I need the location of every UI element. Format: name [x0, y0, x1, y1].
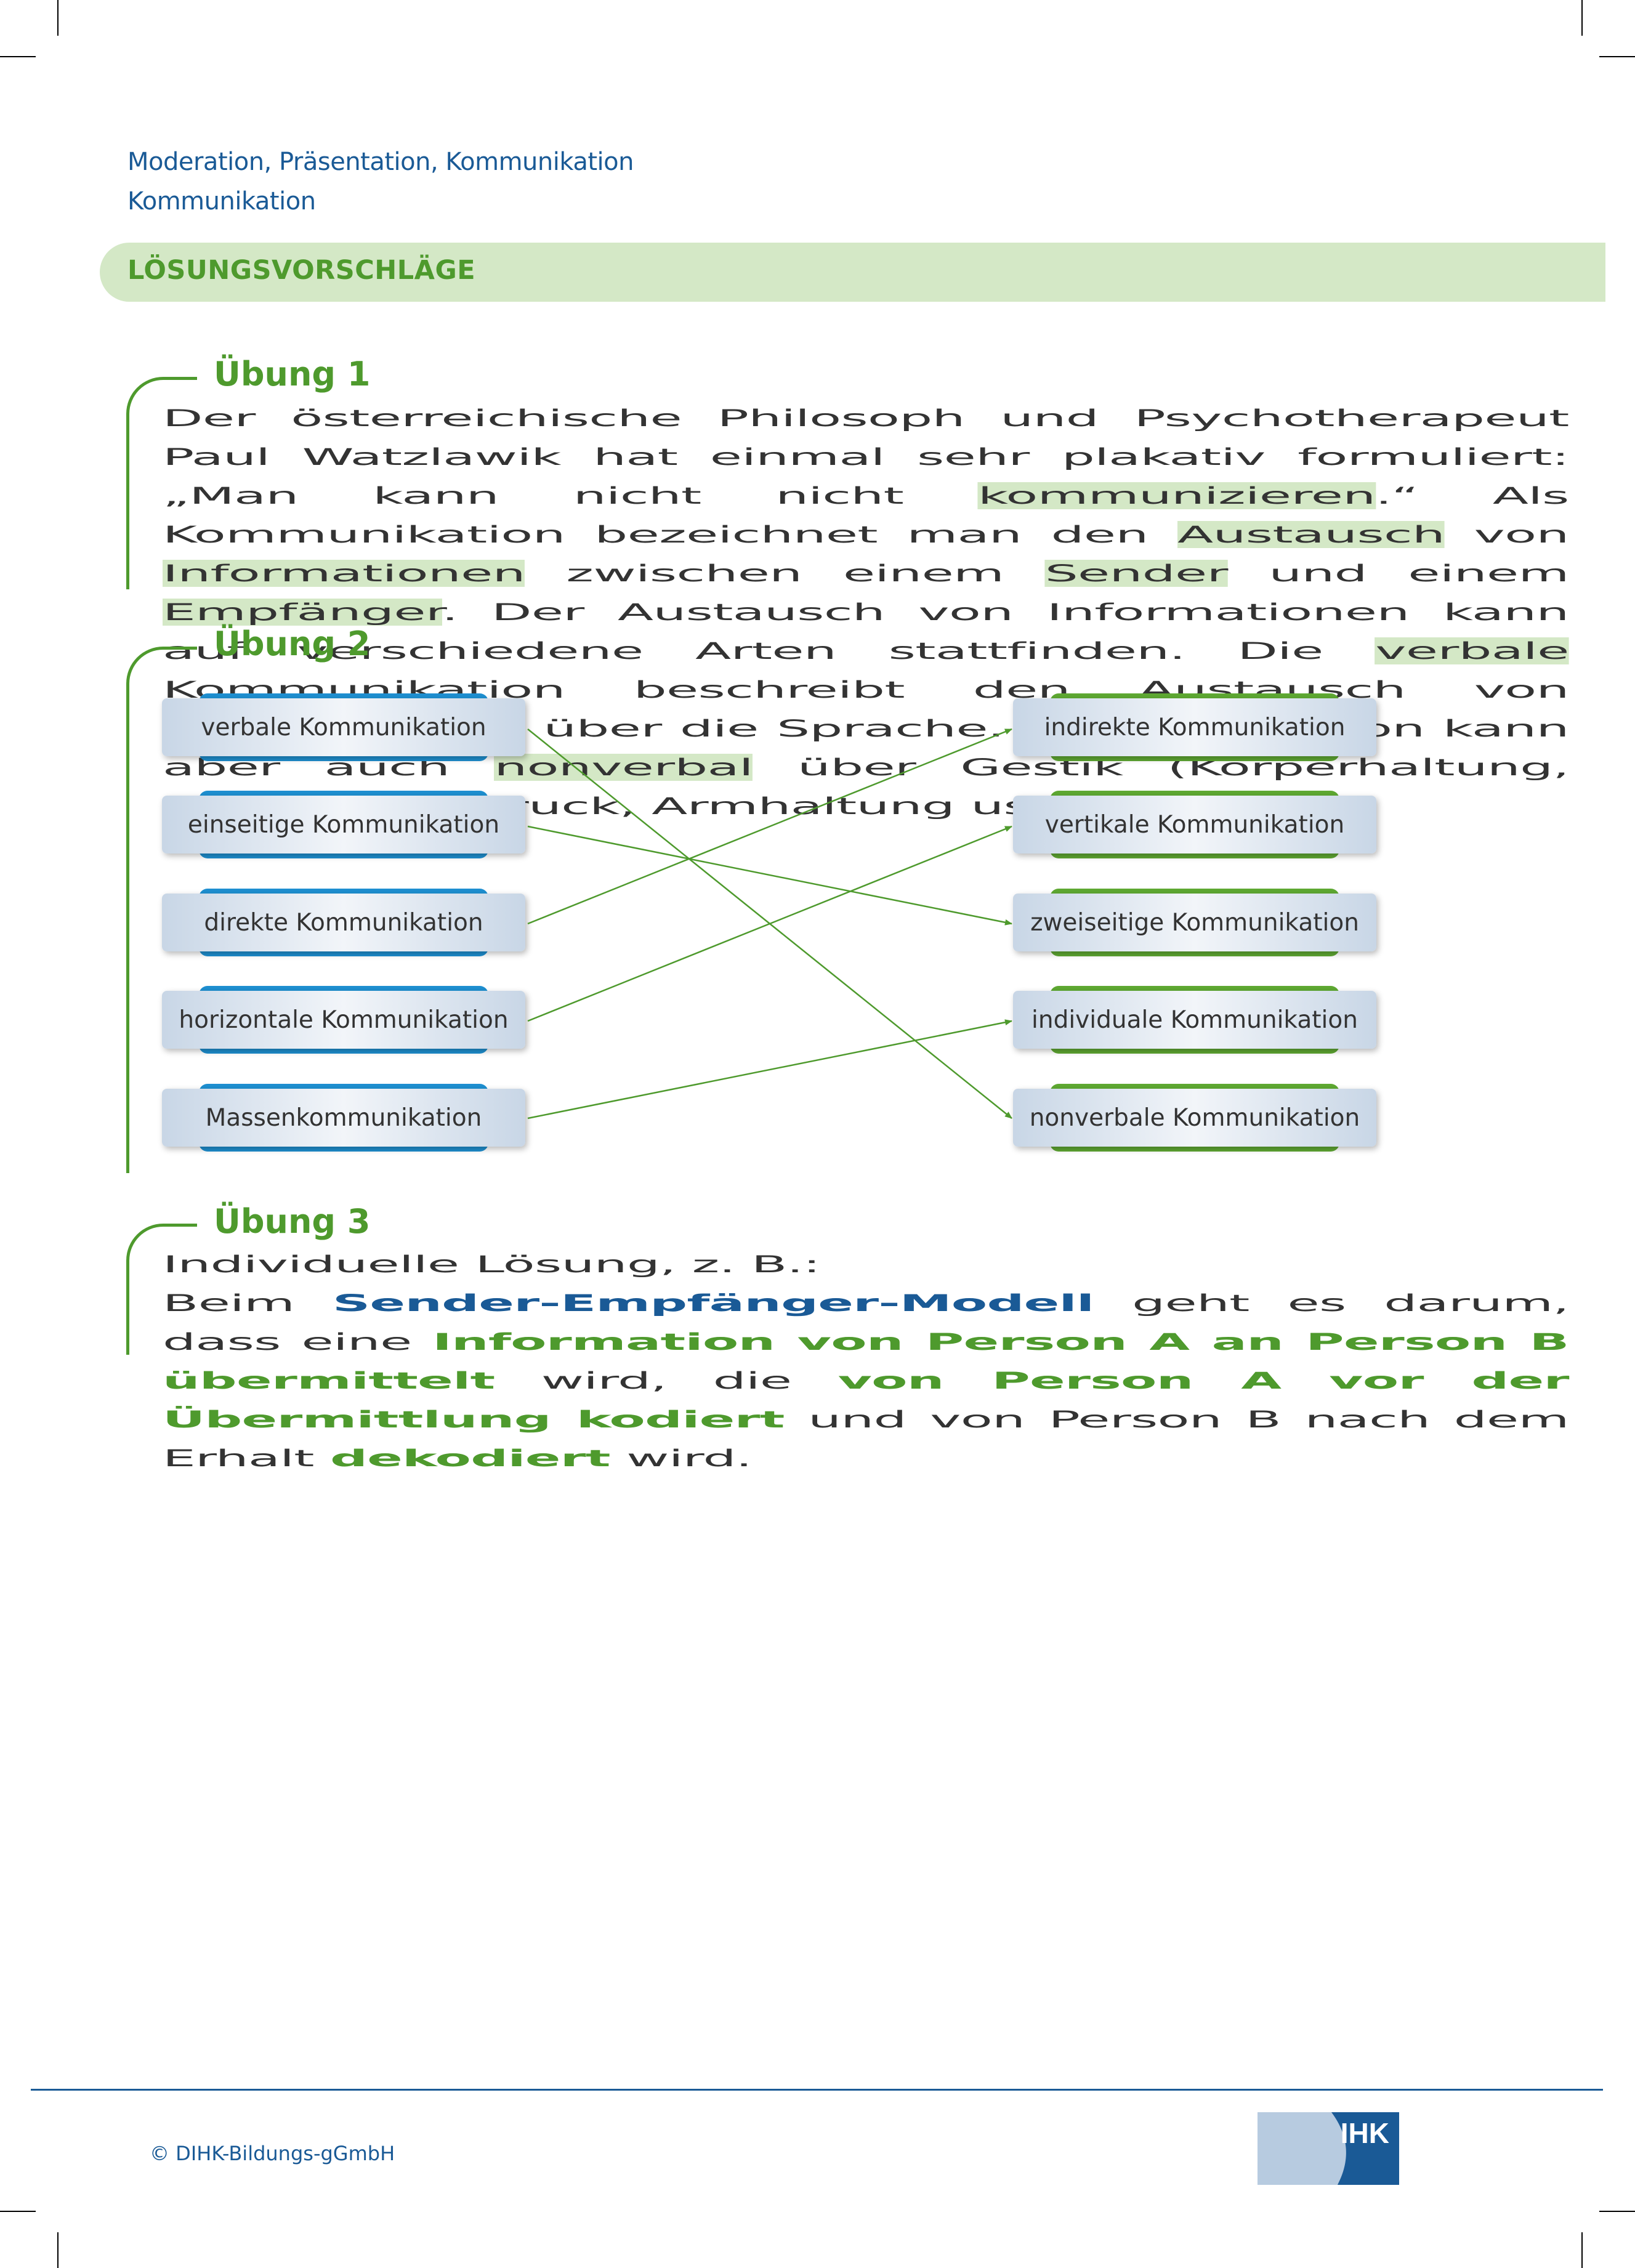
match-arrow [527, 825, 1012, 1022]
ihk-logo: IHK [1258, 2112, 1399, 2185]
crop-mark [0, 2211, 36, 2212]
uebung2-title: Übung 2 [214, 624, 371, 663]
right-term: zweiseitige Kommunikation [1013, 894, 1376, 951]
crop-mark [0, 56, 36, 57]
match-arrow [527, 825, 1012, 926]
section-bracket [126, 647, 197, 1173]
text-run: Der österreichische Philosoph und Psycho… [163, 405, 1569, 509]
section-bracket [126, 377, 197, 589]
right-term: individuale Kommunikation [1013, 991, 1376, 1049]
breadcrumb-topic: Kommunikation [127, 187, 316, 216]
right-term-box: nonverbale Kommunikation [1013, 1084, 1376, 1152]
left-term-box: horizontale Kommunikation [162, 986, 525, 1054]
uebung1-title: Übung 1 [214, 355, 371, 393]
left-term-box: Massenkommunikation [162, 1084, 525, 1152]
right-term-box: vertikale Kommunikation [1013, 791, 1376, 858]
text-run: . Der Austausch von Informationen kann a… [163, 599, 1569, 664]
crop-mark [1581, 2232, 1583, 2268]
right-term: vertikale Kommunikation [1013, 796, 1376, 854]
highlight-answer: Austausch [1177, 521, 1445, 548]
text-run: zwischen einem [525, 560, 1045, 587]
banner-title: LÖSUNGSVORSCHLÄGE [127, 255, 476, 286]
text-run: .“ Als Kommunikation bezeichnet man den [163, 482, 1569, 548]
section-bracket [126, 1224, 197, 1355]
text-run: von [1445, 521, 1570, 548]
text-run: geht es darum, dass eine [163, 1289, 1569, 1355]
text-run: Beim [163, 1289, 333, 1317]
breadcrumb-subject: Moderation, Präsentation, Kommunikation [127, 148, 634, 176]
left-term: Massenkommunikation [162, 1089, 525, 1147]
crop-mark [57, 0, 59, 36]
crop-mark [1581, 0, 1583, 36]
crop-mark [57, 2232, 59, 2268]
match-arrow [527, 1019, 1012, 1120]
left-term: einseitige Kommunikation [162, 796, 525, 854]
right-term-box: indirekte Kommunikation [1013, 693, 1376, 761]
left-term: verbale Kommunikation [162, 698, 525, 756]
highlight-answer: Empfänger [163, 599, 442, 626]
left-term: horizontale Kommunikation [162, 991, 525, 1049]
footer-divider [31, 2089, 1603, 2091]
highlight-answer: kommunizieren [977, 482, 1376, 509]
right-term: indirekte Kommunikation [1013, 698, 1376, 756]
left-term-box: einseitige Kommunikation [162, 791, 525, 858]
highlight-answer: verbale [1375, 637, 1569, 664]
uebung3-intro: Individuelle Lösung, z. B.: [163, 1251, 821, 1278]
left-term-box: verbale Kommunikation [162, 693, 525, 761]
answer-phrase: dekodiert [329, 1445, 611, 1472]
highlight-answer: nonverbal [494, 754, 754, 781]
uebung3-title: Übung 3 [214, 1202, 371, 1241]
text-run: und einem [1227, 560, 1569, 587]
highlight-answer: Sender [1044, 560, 1228, 587]
right-term-box: individuale Kommunikation [1013, 986, 1376, 1054]
left-term: direkte Kommunikation [162, 894, 525, 951]
crop-mark [1599, 2211, 1635, 2212]
uebung3-text: Beim Sender-Empfänger-Modell geht es dar… [163, 1284, 1569, 1478]
right-term-box: zweiseitige Kommunikation [1013, 889, 1376, 956]
match-arrow [527, 728, 1012, 925]
solutions-banner: LÖSUNGSVORSCHLÄGE [100, 243, 1605, 302]
text-run: wird. [610, 1445, 753, 1472]
svg-text:IHK: IHK [1341, 2117, 1389, 2149]
crop-mark [1599, 56, 1635, 57]
answer-phrase: Information von Person A an Person B übe… [163, 1328, 1569, 1394]
footer-copyright: © DIHK-Bildungs-gGmbH [150, 2142, 395, 2165]
model-term: Sender-Empfänger-Modell [332, 1289, 1094, 1317]
right-term: nonverbale Kommunikation [1013, 1089, 1376, 1147]
left-term-box: direkte Kommunikation [162, 889, 525, 956]
text-run: wird, die [495, 1367, 838, 1394]
highlight-answer: Informationen [163, 560, 526, 587]
answer-phrase: von Person A vor der Übermittlung kodier… [163, 1367, 1569, 1433]
text-run: und von Person B nach dem Erhalt [163, 1406, 1569, 1472]
